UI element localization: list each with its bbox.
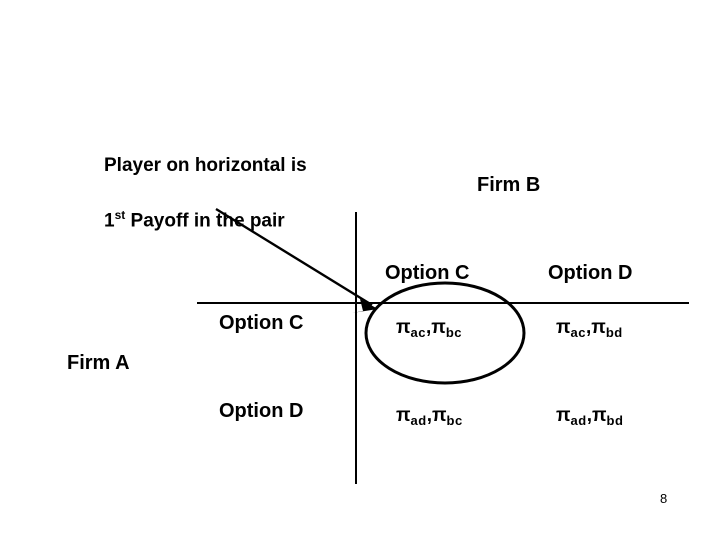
payoff-second-subscript: bc xyxy=(446,413,463,428)
payoff-separator: , xyxy=(426,405,432,426)
payoff-first-symbol: π xyxy=(556,405,571,426)
page-number: 8 xyxy=(660,491,668,506)
payoff-second-subscript: bc xyxy=(445,325,463,340)
payoff-first-subscript: ac xyxy=(570,325,587,340)
cell-option-d-option-d: πad,πbd xyxy=(556,405,624,428)
payoff-separator: , xyxy=(426,317,432,338)
column-header-option-d: Option D xyxy=(548,262,633,284)
payoff-second-subscript: bd xyxy=(605,325,623,340)
payoff-second-symbol: π xyxy=(431,317,446,338)
caption-ordinal-suffix: st xyxy=(114,208,126,222)
caption-note: Player on horizontal is 1st Payoff in th… xyxy=(104,128,404,233)
caption-line-2-prefix: 1 xyxy=(104,210,115,232)
cell-option-c-option-c: πac,πbc xyxy=(396,317,463,340)
payoff-first-subscript: ac xyxy=(410,325,427,340)
caption-line-2-suffix: Payoff in the pair xyxy=(125,210,285,232)
cell-option-d-option-c: πad,πbc xyxy=(396,405,463,428)
payoff-first-symbol: π xyxy=(396,405,411,426)
payoff-second-symbol: π xyxy=(432,405,447,426)
column-player-label: Firm B xyxy=(477,174,541,196)
payoff-second-symbol: π xyxy=(592,405,607,426)
payoff-separator: , xyxy=(586,317,592,338)
payoff-first-symbol: π xyxy=(396,317,411,338)
column-header-option-c: Option C xyxy=(385,262,470,284)
payoff-first-subscript: ad xyxy=(570,413,587,428)
row-player-label: Firm A xyxy=(67,352,130,374)
cell-option-c-option-d: πac,πbd xyxy=(556,317,623,340)
payoff-separator: , xyxy=(586,405,592,426)
matrix-vertical-rule xyxy=(355,212,357,484)
caption-line-1: Player on horizontal is xyxy=(104,155,307,176)
payoff-first-symbol: π xyxy=(556,317,571,338)
row-header-option-d: Option D xyxy=(219,400,304,422)
matrix-horizontal-rule xyxy=(197,302,689,304)
payoff-first-subscript: ad xyxy=(410,413,427,428)
payoff-second-subscript: bd xyxy=(606,413,624,428)
row-header-option-c: Option C xyxy=(219,312,304,334)
payoff-second-symbol: π xyxy=(591,317,606,338)
